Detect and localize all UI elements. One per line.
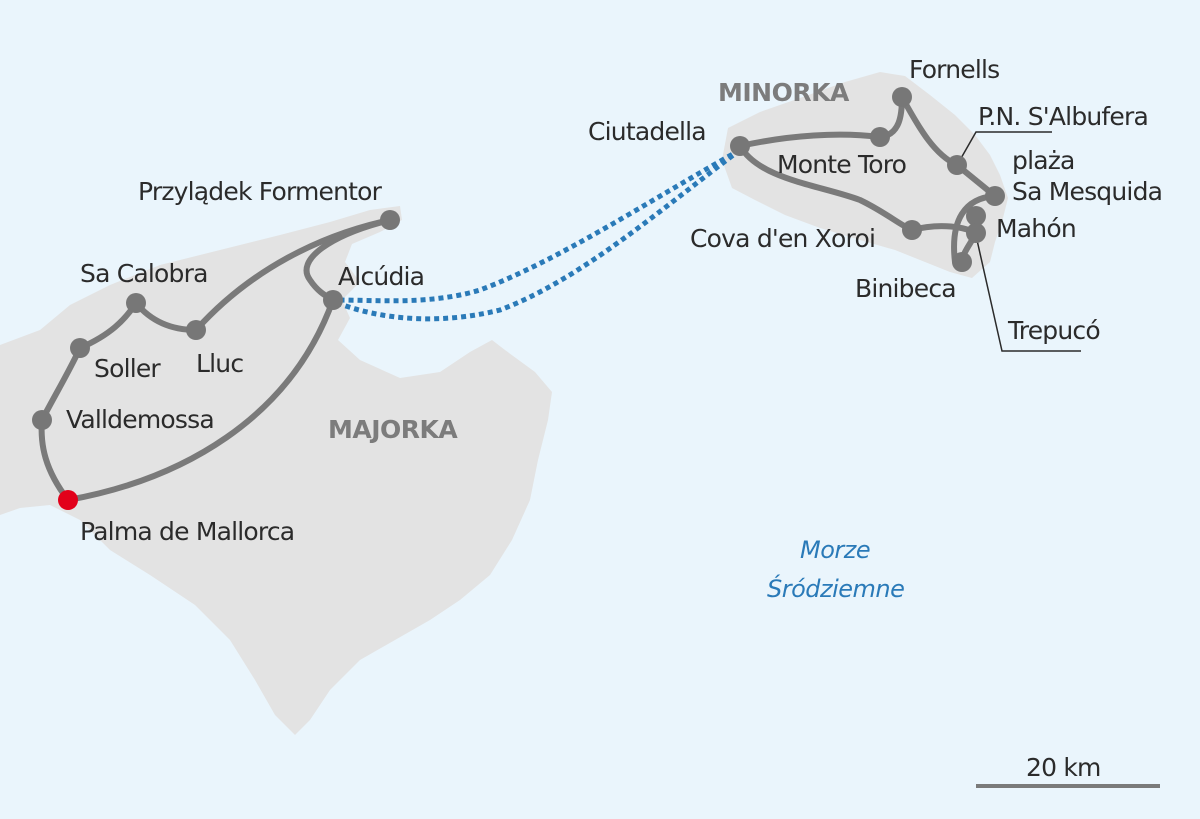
node-palma-start[interactable] xyxy=(58,490,78,510)
node-soller[interactable] xyxy=(70,338,90,358)
label-mesquida-line1: plaża xyxy=(1012,146,1075,175)
node-trepuco[interactable] xyxy=(966,223,986,243)
sea-label-line1: Morze xyxy=(800,536,870,564)
label-lluc: Lluc xyxy=(196,349,243,378)
label-soller: Soller xyxy=(94,354,161,383)
node-sa-calobra[interactable] xyxy=(126,293,146,313)
node-ciutadella[interactable] xyxy=(730,136,750,156)
ferry-route-south xyxy=(334,148,742,322)
node-mahon[interactable] xyxy=(966,206,986,226)
node-binibeca[interactable] xyxy=(952,252,972,272)
label-mesquida-line2: Sa Mesquida xyxy=(1012,177,1162,206)
sea-label-line2: Śródziemne xyxy=(767,573,904,603)
node-sa-mesquida[interactable] xyxy=(985,186,1005,206)
albufera-leader-line xyxy=(959,131,1052,161)
route-ciutadella-cova xyxy=(737,143,915,233)
trepuco-leader-line xyxy=(976,239,1081,352)
label-cova: Cova d'en Xoroi xyxy=(690,224,875,253)
label-formentor: Przylądek Formentor xyxy=(138,177,383,206)
label-trepuco: Trepucó xyxy=(1007,316,1100,345)
node-lluc[interactable] xyxy=(186,320,206,340)
scale-label: 20 km xyxy=(1026,753,1101,782)
label-fornells: Fornells xyxy=(909,55,999,84)
route-palma-alcudia xyxy=(65,297,336,503)
route-ciutadella-montetoro xyxy=(737,131,883,149)
node-fornells[interactable] xyxy=(892,87,912,107)
label-monte-toro: Monte Toro xyxy=(777,150,906,179)
node-albufera[interactable] xyxy=(947,155,967,175)
node-cova[interactable] xyxy=(902,220,922,240)
majorca-land xyxy=(0,206,552,735)
label-sa-calobra: Sa Calobra xyxy=(80,259,208,288)
node-monte-toro[interactable] xyxy=(870,127,890,147)
label-binibeca: Binibeca xyxy=(855,274,956,303)
node-formentor[interactable] xyxy=(380,210,400,230)
ferry-route-north xyxy=(334,147,742,304)
label-mahon: Mahón xyxy=(996,214,1076,243)
label-albufera: P.N. S'Albufera xyxy=(978,102,1148,131)
label-alcudia: Alcúdia xyxy=(338,262,424,291)
node-alcudia[interactable] xyxy=(323,290,343,310)
island-label-majorca: MAJORKA xyxy=(328,415,458,444)
label-ciutadella: Ciutadella xyxy=(588,117,706,146)
label-palma: Palma de Mallorca xyxy=(80,517,294,546)
label-valldemossa: Valldemossa xyxy=(66,405,214,434)
island-label-minorca: MINORKA xyxy=(718,78,850,107)
node-valldemossa[interactable] xyxy=(32,410,52,430)
